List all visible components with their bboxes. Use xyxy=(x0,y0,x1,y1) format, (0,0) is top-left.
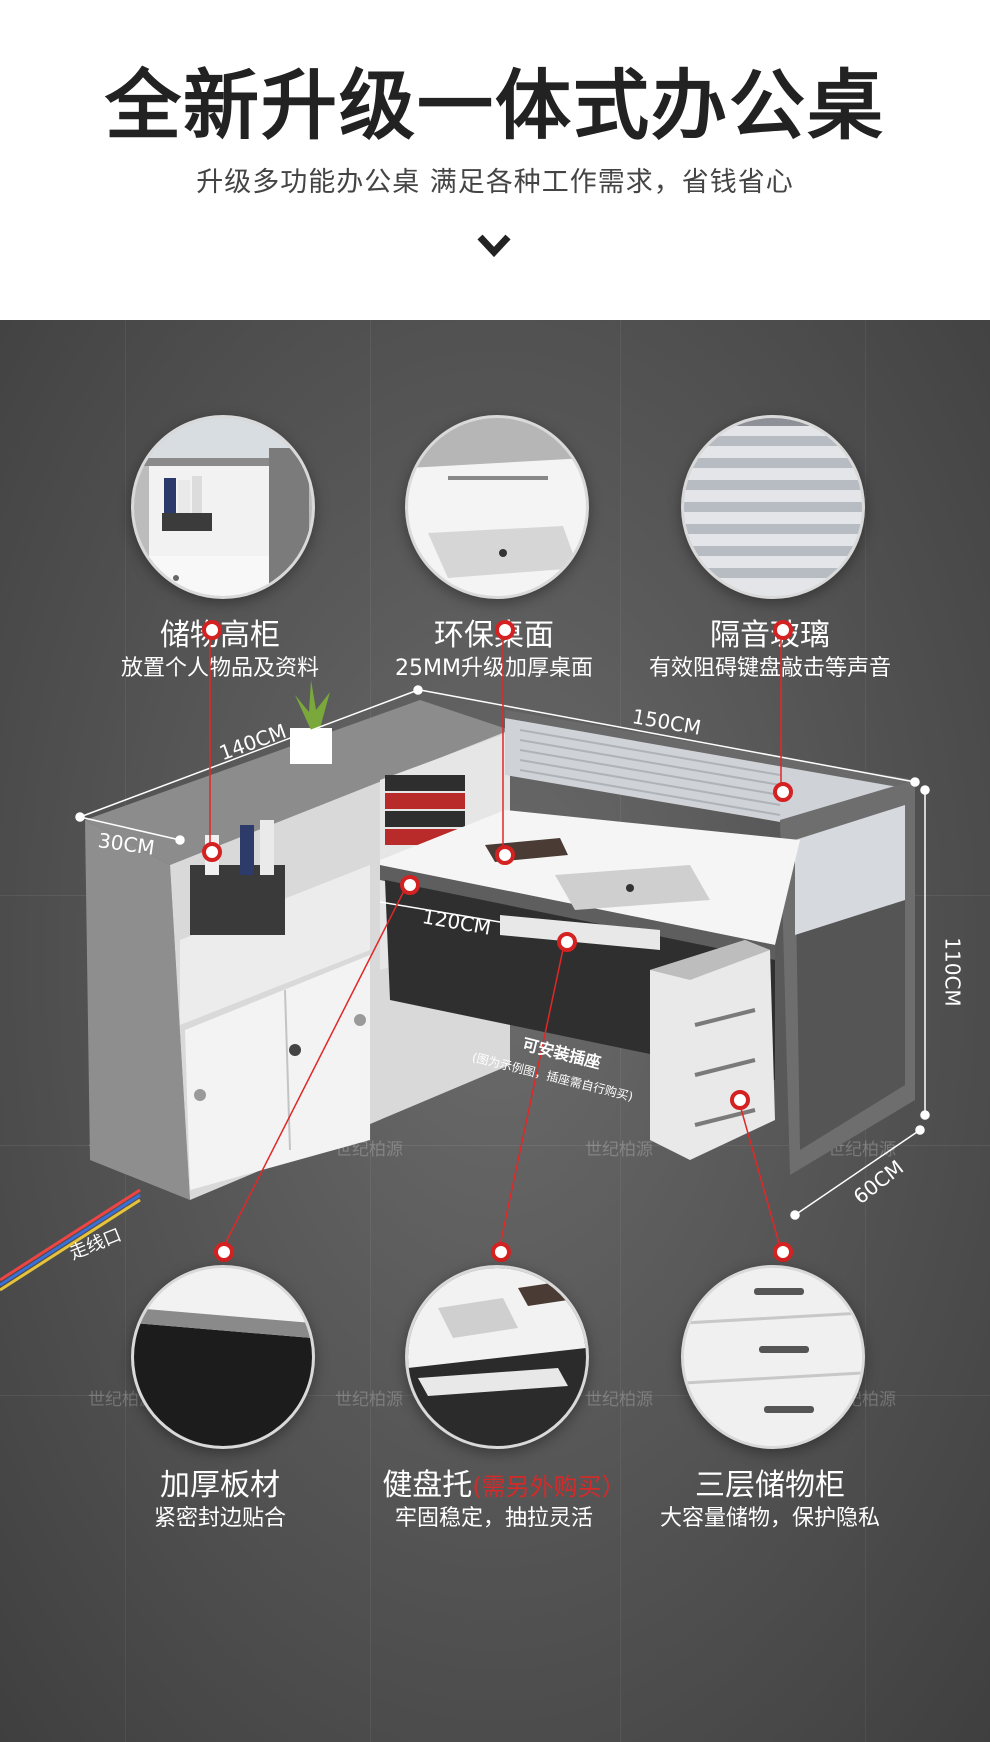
feature-title-glass: 隔音玻璃 xyxy=(710,618,830,653)
three-drawer-image xyxy=(684,1268,862,1446)
hotspot-board xyxy=(214,1242,234,1262)
product-showcase: 世纪柏源 世纪柏源 世纪柏源 世纪柏源 世纪柏源 世纪柏源 世纪柏源 世纪柏源 … xyxy=(0,320,990,1742)
feature-desc-desktop: 25MM升级加厚桌面 xyxy=(395,656,593,681)
feature-title-keyboard: 健盘托(需另外购买） xyxy=(354,1460,654,1504)
feature-title-desktop: 环保桌面 xyxy=(434,618,554,653)
sliding-doors xyxy=(185,955,370,1190)
hotspot-keyboard-target xyxy=(557,932,577,952)
hotspot-board-target xyxy=(400,875,420,895)
watermark: 世纪柏源 xyxy=(335,1390,403,1410)
feature-title-drawer: 三层储物柜 xyxy=(640,1460,900,1504)
keyboard-purchase-note: (需另外购买） xyxy=(472,1473,626,1501)
cabinet-top xyxy=(85,700,510,865)
desktop-surface-closeup xyxy=(405,415,589,599)
feature-desc-board: 紧密封边贴合 xyxy=(153,1506,286,1531)
feature-title-keyboard-text: 健盘托 xyxy=(382,1468,473,1503)
watermark: 世纪柏源 xyxy=(585,1390,653,1410)
feature-title-board-text: 加厚板材 xyxy=(160,1468,280,1503)
hotspot-storage xyxy=(202,620,222,640)
cabinet-side xyxy=(85,820,190,1200)
soundproof-glass-closeup xyxy=(681,415,865,599)
feature-title-drawer-text: 三层储物柜 xyxy=(695,1468,845,1503)
keyboard-tray-image xyxy=(408,1268,586,1446)
watermark: 世纪柏源 xyxy=(828,1140,896,1160)
page-title: 全新升级一体式办公桌 xyxy=(105,61,885,150)
watermark: 世纪柏源 xyxy=(585,1140,653,1160)
hotspot-glass-target xyxy=(773,782,793,802)
feature-desc-drawer: 大容量储物，保护隐私 xyxy=(659,1506,880,1531)
keyboard-tray-closeup xyxy=(405,1265,589,1449)
feature-title-board: 加厚板材 xyxy=(90,1460,350,1504)
feature-desc-keyboard: 牢固稳定，抽拉灵活 xyxy=(394,1506,593,1531)
hotspot-desktop-target xyxy=(495,845,515,865)
chevron-down-icon xyxy=(477,234,511,258)
board-thickness-image xyxy=(134,1268,312,1446)
hotspot-keyboard xyxy=(491,1242,511,1262)
feature-desc-storage: 放置个人物品及资料 xyxy=(120,656,319,681)
page-header: 全新升级一体式办公桌 升级多功能办公桌 满足各种工作需求，省钱省心 xyxy=(0,0,990,320)
three-drawer-closeup xyxy=(681,1265,865,1449)
page-subtitle: 升级多功能办公桌 满足各种工作需求，省钱省心 xyxy=(196,167,794,198)
dimension-110: 110CM xyxy=(940,937,965,1007)
feature-desc-glass: 有效阻碍键盘敲击等声音 xyxy=(648,656,891,681)
storage-cabinet-closeup xyxy=(131,415,315,599)
hotspot-storage-target xyxy=(202,842,222,862)
hotspot-drawer-target xyxy=(730,1090,750,1110)
soundproof-glass-image xyxy=(684,418,862,596)
board-thickness-closeup xyxy=(131,1265,315,1449)
hotspot-glass xyxy=(773,620,793,640)
desk-illustration xyxy=(0,628,930,1292)
hotspot-drawer xyxy=(773,1242,793,1262)
hotspot-desktop xyxy=(495,620,515,640)
desktop-surface-image xyxy=(408,418,586,596)
grid-line xyxy=(0,1145,990,1146)
